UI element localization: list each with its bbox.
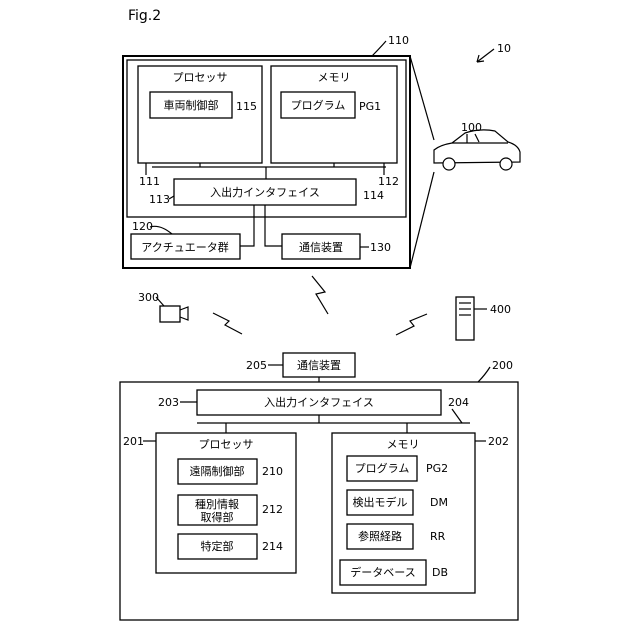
vehicle-comm-label: 通信装置 xyxy=(299,241,343,254)
vehicle-control-unit-ref: 115 xyxy=(236,100,257,113)
server-program-ref: PG2 xyxy=(426,462,448,475)
vehicle-device: 110 プロセッサ 車両制御部 115 111 メモリ プログラム PG1 11… xyxy=(123,34,410,268)
server-memory-ref: 202 xyxy=(488,435,509,448)
vehicle-program-label: プログラム xyxy=(291,98,346,112)
vehicle-ref: 100 xyxy=(461,121,482,134)
car-icon xyxy=(434,130,520,170)
server-unit-ref: 400 xyxy=(490,303,511,316)
identify-label: 特定部 xyxy=(201,539,234,553)
server-io-interface-label: 入出力インタフェイス xyxy=(264,395,374,409)
vehicle-io-interface-ref-left: 113 xyxy=(149,193,170,206)
wireless-signal-icon xyxy=(396,314,427,335)
server-processor-title: プロセッサ xyxy=(199,438,254,451)
vehicle-zoom-line-bottom xyxy=(410,172,434,268)
figure-label: Fig.2 xyxy=(128,8,161,24)
server-comm-ref: 205 xyxy=(246,359,267,372)
server-tower-icon xyxy=(456,297,474,340)
remote-control-label: 遠隔制御部 xyxy=(190,464,245,478)
vehicle-comm-ref: 130 xyxy=(370,241,391,254)
vehicle-processor-title: プロセッサ xyxy=(173,71,228,84)
server-memory-title: メモリ xyxy=(387,438,420,451)
server-processor-ref: 201 xyxy=(123,435,144,448)
vehicle-device-ref-leader xyxy=(372,41,386,56)
vehicle-program-ref: PG1 xyxy=(359,100,381,113)
type-info-ref: 212 xyxy=(262,503,283,516)
identify-ref: 214 xyxy=(262,540,283,553)
vehicle-processor-ref: 111 xyxy=(139,175,160,188)
detection-model-label: 検出モデル xyxy=(353,495,408,509)
vehicle-device-ref: 110 xyxy=(388,34,409,47)
wireless-signal-icon xyxy=(312,276,328,314)
vehicle-memory-title: メモリ xyxy=(318,71,351,84)
server-program-label: プログラム xyxy=(355,461,410,475)
server-comm-label: 通信装置 xyxy=(297,359,341,372)
vehicle-zoom-line-top xyxy=(410,56,434,140)
camera-icon xyxy=(160,306,188,322)
reference-route-label: 参照経路 xyxy=(358,529,402,543)
vehicle-ref-leader xyxy=(475,134,479,142)
database-ref: DB xyxy=(432,566,448,579)
vehicle-memory-ref: 112 xyxy=(378,175,399,188)
server-io-interface-ref: 203 xyxy=(158,396,179,409)
type-info-line2: 取得部 xyxy=(201,510,234,524)
actuators-label: アクチュエータ群 xyxy=(141,240,228,254)
detection-model-ref: DM xyxy=(430,496,448,509)
database-label: データベース xyxy=(350,565,415,579)
system-ref: 10 xyxy=(497,42,511,55)
wireless-signal-icon xyxy=(213,313,242,334)
server-ref-leader xyxy=(478,367,490,382)
vehicle-io-interface-label: 入出力インタフェイス xyxy=(210,185,320,199)
reference-route-ref: RR xyxy=(430,530,446,543)
server-ref: 200 xyxy=(492,359,513,372)
system-ref-leader xyxy=(477,49,494,62)
vehicle-io-interface-ref-right: 114 xyxy=(363,189,384,202)
server-bus-ref: 204 xyxy=(448,396,469,409)
vehicle-control-unit-label: 車両制御部 xyxy=(164,98,219,112)
type-info-line1: 種別情報 xyxy=(195,497,239,511)
server: 通信装置 205 200 入出力インタフェイス 203 204 プロセッサ 20… xyxy=(120,353,518,620)
remote-control-ref: 210 xyxy=(262,465,283,478)
